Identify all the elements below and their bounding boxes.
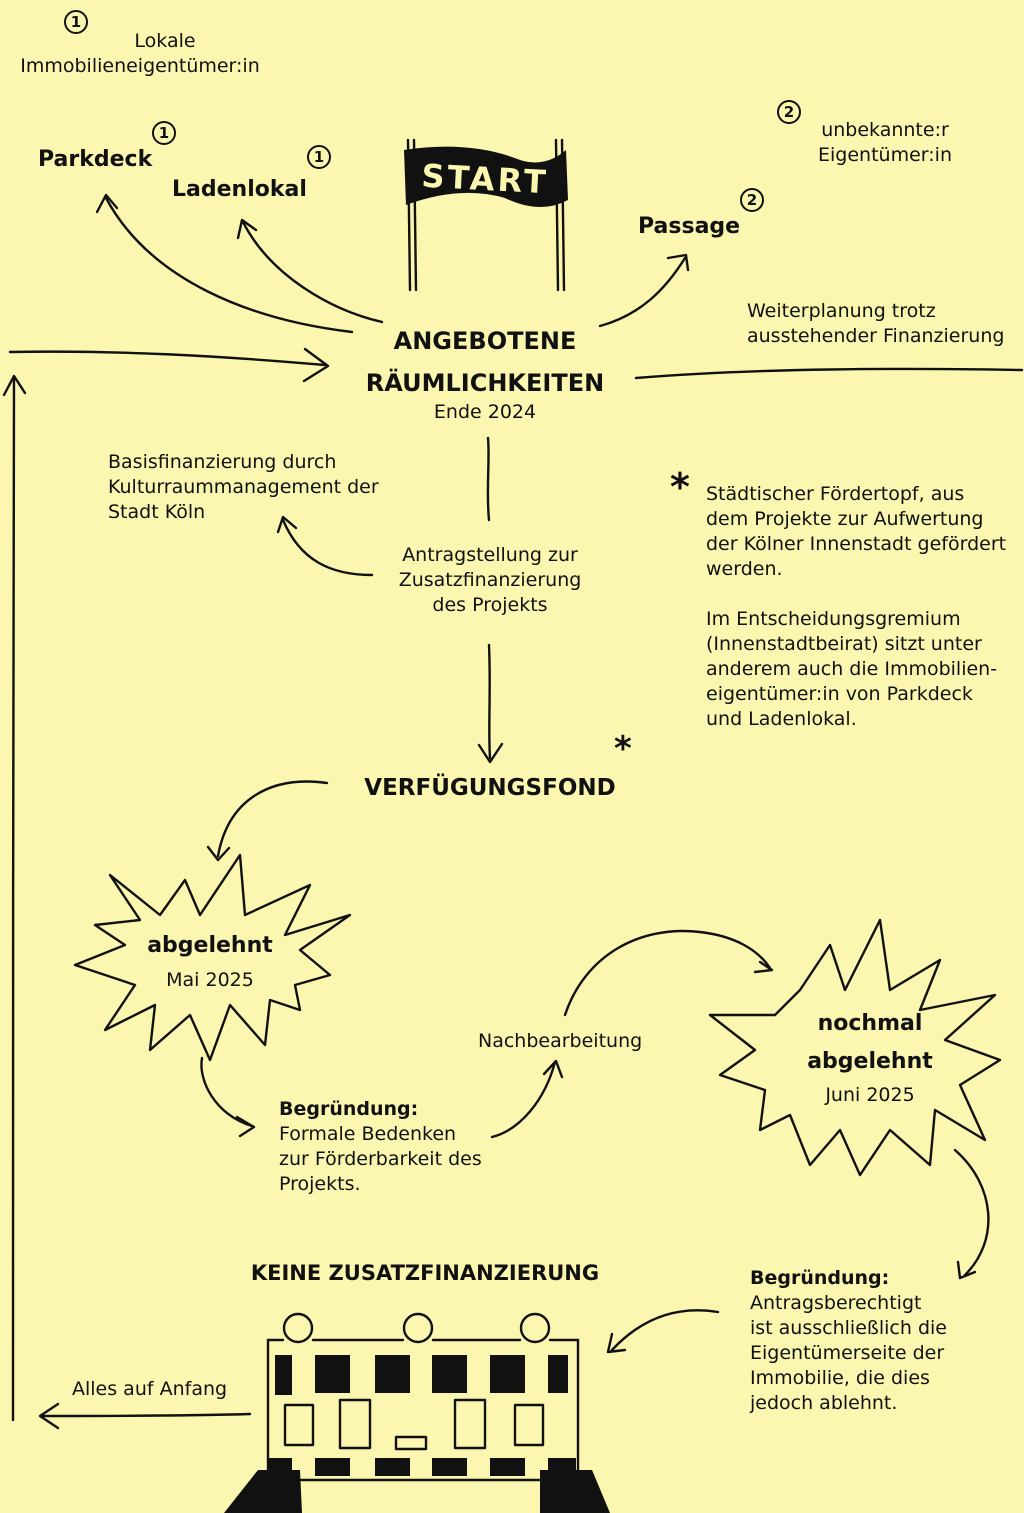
arrow-to-fund (477, 643, 504, 764)
parkdeck-number-icon: 1 (152, 121, 176, 145)
footnote-text: Städtischer Fördertopf, aus dem Projekte… (706, 483, 1007, 730)
arrow-to-rework (490, 1059, 564, 1139)
owner-number-2-icon: 2 (777, 100, 801, 124)
arrow-to-passage (598, 253, 690, 328)
space-parkdeck: Parkdeck (38, 147, 153, 172)
space-ladenlokal: Ladenlokal (172, 177, 307, 202)
line-center-to-application (486, 436, 491, 522)
start-flag-text: START (421, 157, 550, 202)
left-return-line (2, 374, 27, 1422)
arrow-to-rejected2 (563, 929, 774, 1017)
arrow-to-reason2 (953, 1148, 990, 1280)
arrow-to-ladenlokal (236, 218, 384, 324)
line-continue-planning (634, 367, 1024, 380)
ladenlokal-number-icon: 1 (307, 145, 331, 169)
arrow-reset (38, 1402, 252, 1430)
fund-star-icon: * (614, 729, 632, 769)
reset-label: Alles auf Anfang (72, 1378, 228, 1400)
base-funding-note: Basisfinanzierung durch Kulturraummanage… (108, 451, 379, 523)
arrow-to-parkdeck (95, 193, 354, 334)
footnote-star-icon: * (670, 465, 690, 509)
rejected2-date: Juni 2025 (825, 1084, 915, 1106)
rework-label: Nachbearbeitung (478, 1030, 643, 1052)
arrow-to-barrier (606, 1309, 720, 1354)
barrier-icon (224, 1312, 610, 1513)
arrow-to-reason1 (200, 1056, 256, 1138)
rejected2-label: nochmal abgelehnt (807, 1011, 933, 1074)
arrow-to-base-funding (276, 515, 374, 577)
arrow-from-left (8, 347, 330, 383)
space-passage: Passage (638, 214, 741, 239)
no-funding-label: KEINE ZUSATZFINANZIERUNG (250, 1261, 600, 1285)
owner-local-label: Lokale Immobilieneigentümer:in (20, 30, 260, 77)
passage-number-icon: 2 (740, 188, 764, 212)
rejected1-date: Mai 2025 (166, 969, 254, 991)
arrow-to-rejected1 (206, 780, 329, 862)
starburst-rejected1-icon (73, 853, 352, 1062)
owner-number-1-icon: 1 (64, 10, 88, 34)
center-date: Ende 2024 (433, 401, 537, 423)
rejected1-label: abgelehnt (147, 933, 273, 958)
continue-planning-note: Weiterplanung trotz ausstehender Finanzi… (747, 300, 1005, 347)
center-title: ANGEBOTENE RÄUMLICHKEITEN (365, 327, 605, 397)
fund-label: VERFÜGUNGSFOND (364, 775, 616, 801)
owner-unknown-label: unbekannte:r Eigentümer:in (818, 119, 952, 166)
reason1-text: Begründung: Formale Bedenken zur Förderb… (279, 1098, 482, 1195)
start-flag-icon: START (404, 138, 568, 292)
reason2-text: Begründung: Antragsberechtigt ist aussch… (750, 1267, 947, 1414)
starburst-rejected2-icon (708, 918, 1002, 1177)
application-note: Antragstellung zur Zusatzfinanzierung de… (398, 544, 582, 616)
